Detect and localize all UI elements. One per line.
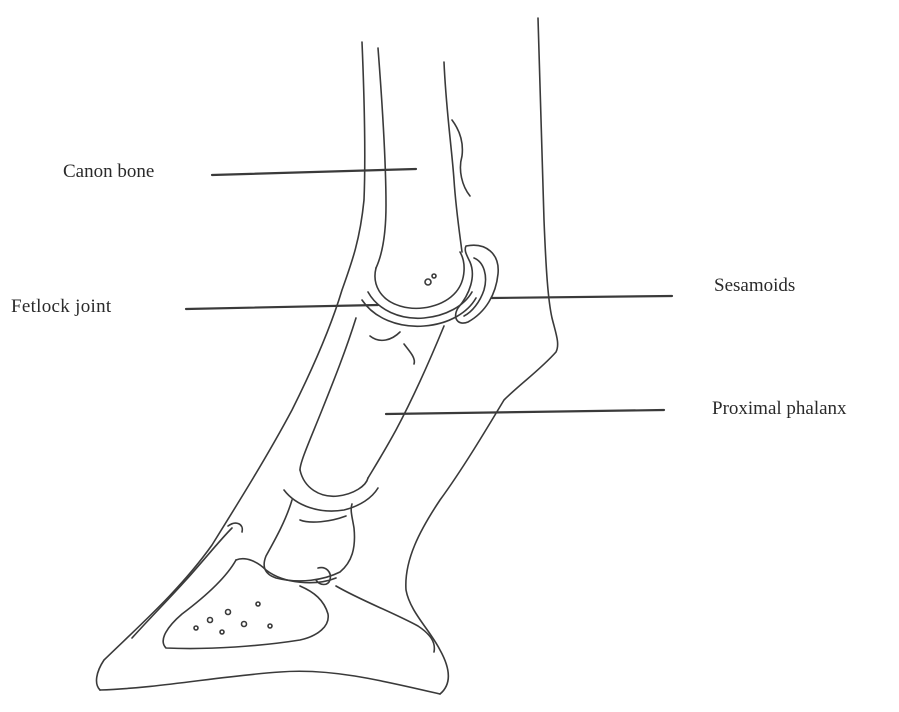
label-canon-bone: Canon bone — [63, 162, 154, 181]
leg-outline-back — [406, 18, 558, 694]
label-sesamoids: Sesamoids — [714, 276, 795, 295]
leg-outline-front — [97, 42, 365, 690]
sesamoid-bone-inner — [464, 258, 486, 316]
canon-bone-rear-edge — [444, 62, 462, 252]
middle-phalanx-inner — [300, 516, 346, 522]
fetlock-speck — [425, 279, 431, 285]
label-proximal-phalanx: Proximal phalanx — [712, 399, 847, 418]
middle-phalanx — [264, 500, 354, 581]
distal-phalanx-speck — [268, 624, 272, 628]
proximal-phalanx-rear — [368, 326, 444, 478]
pointer-line-proximal-phalanx — [386, 410, 664, 414]
proximal-phalanx-detail — [370, 332, 400, 340]
proximal-phalanx-distal-end — [300, 470, 368, 496]
distal-phalanx-speck — [256, 602, 260, 606]
pointer-line-fetlock-joint — [186, 305, 378, 309]
hoof-bottom-outline — [100, 671, 440, 694]
fetlock-speck-2 — [432, 274, 436, 278]
proximal-phalanx-detail-2 — [404, 344, 414, 364]
distal-phalanx — [163, 560, 328, 649]
fetlock-condyle — [375, 252, 464, 308]
label-fetlock-joint: Fetlock joint — [11, 297, 111, 316]
pastern-joint-space — [284, 488, 378, 511]
distal-phalanx-speck — [208, 618, 213, 623]
distal-phalanx-speck — [194, 626, 198, 630]
pointer-line-sesamoids — [492, 296, 672, 298]
distal-phalanx-speck — [242, 622, 247, 627]
canon-bone-front-edge — [376, 48, 386, 268]
distal-phalanx-speck — [220, 630, 224, 634]
proximal-phalanx-front — [300, 318, 356, 470]
distal-phalanx-speck — [226, 610, 231, 615]
